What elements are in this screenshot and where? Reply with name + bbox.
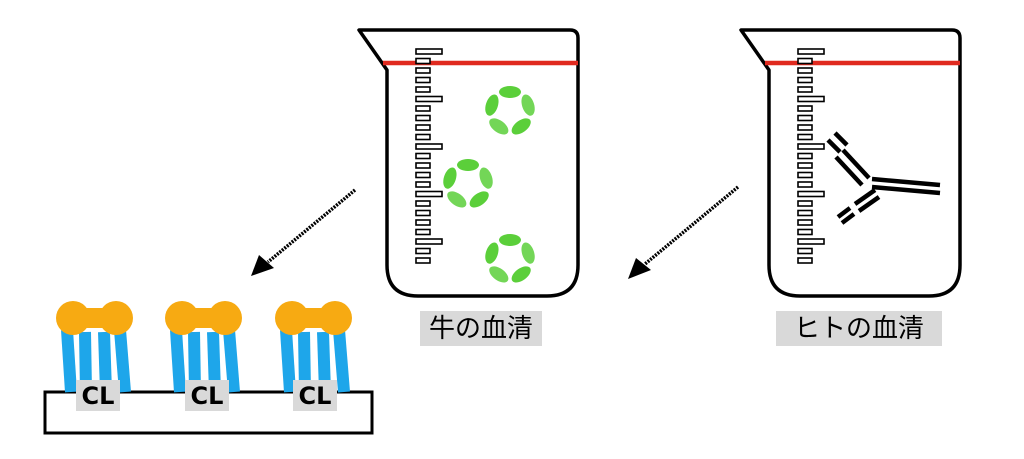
scale-tick — [797, 257, 813, 264]
scale-tick — [797, 95, 825, 103]
scale-tick — [415, 200, 431, 207]
scale-tick — [415, 247, 431, 255]
lipid-molecules: CL CL — [56, 301, 352, 411]
caption-bovine-serum: 牛の血清 — [420, 311, 542, 346]
cl-label-background — [293, 380, 337, 411]
cl-label: CL — [299, 382, 332, 410]
antibody-icon — [826, 131, 941, 225]
scale-tick — [415, 86, 431, 93]
scale-tick — [797, 76, 813, 84]
cardiolipin-molecule: CL — [275, 301, 352, 411]
scale-tick — [797, 143, 825, 150]
scale-tick — [415, 219, 431, 226]
scale-tick — [797, 67, 813, 74]
caption-text: 牛の血清 — [429, 314, 533, 344]
scale-tick — [415, 124, 431, 131]
scale-tick — [797, 228, 813, 236]
scale-tick — [415, 190, 443, 198]
scale-tick — [415, 105, 431, 112]
scale-tick — [415, 143, 443, 150]
scale-tick — [797, 190, 825, 198]
beaker-human-serum — [739, 28, 962, 298]
scale-tick — [415, 228, 431, 236]
scale-tick — [797, 200, 813, 207]
cl-label-background — [185, 380, 229, 411]
scale-tick — [797, 133, 813, 141]
scale-tick — [797, 181, 813, 188]
protein-ring-icon — [485, 86, 535, 135]
scale-tick — [415, 257, 431, 264]
scale-tick — [797, 105, 813, 112]
scale-tick — [415, 152, 431, 160]
scale-tick — [415, 133, 431, 141]
scale-tick — [797, 162, 813, 169]
scale-tick — [797, 48, 825, 55]
beaker-bovine-serum — [357, 28, 580, 298]
scale-tick — [415, 48, 443, 55]
protein-ring-icon — [443, 159, 493, 208]
cardiolipin-plate: CL CL — [43, 301, 374, 435]
caption-background — [420, 311, 542, 346]
scale-tick — [415, 209, 431, 217]
scale-tick — [415, 162, 431, 169]
arrow-bovine-to-plate — [251, 188, 357, 276]
arrowhead-icon — [251, 255, 274, 276]
scale-tick — [415, 95, 443, 103]
protein-ring-icon — [485, 234, 535, 283]
scale-tick — [797, 247, 813, 255]
caption-human-serum: ヒトの血清 — [776, 311, 942, 346]
measurement-scale — [797, 48, 825, 264]
scale-tick — [415, 114, 431, 122]
scale-tick — [415, 57, 431, 65]
cl-label: CL — [191, 382, 224, 410]
scale-tick — [415, 238, 443, 245]
cl-label: CL — [82, 382, 115, 410]
scale-tick — [797, 219, 813, 226]
scale-tick — [797, 152, 813, 160]
caption-background — [776, 311, 942, 346]
caption-text: ヒトの血清 — [794, 314, 924, 344]
cl-label-background — [76, 380, 120, 411]
scale-tick — [415, 171, 431, 179]
cardiolipin-molecule: CL — [165, 301, 242, 411]
scale-tick — [797, 114, 813, 122]
scale-tick — [797, 171, 813, 179]
scale-tick — [797, 124, 813, 131]
beaker-outline — [739, 28, 962, 298]
measurement-scale — [415, 48, 443, 264]
scale-tick — [797, 209, 813, 217]
scale-tick — [797, 238, 825, 245]
scale-tick — [797, 86, 813, 93]
scale-tick — [415, 181, 431, 188]
scale-tick — [797, 57, 813, 65]
protein-rings — [443, 86, 535, 283]
cardiolipin-molecule: CL — [56, 301, 133, 411]
scale-tick — [415, 67, 431, 74]
scale-tick — [415, 76, 431, 84]
arrow-human-to-bovine — [628, 185, 740, 279]
arrowhead-icon — [628, 258, 651, 279]
